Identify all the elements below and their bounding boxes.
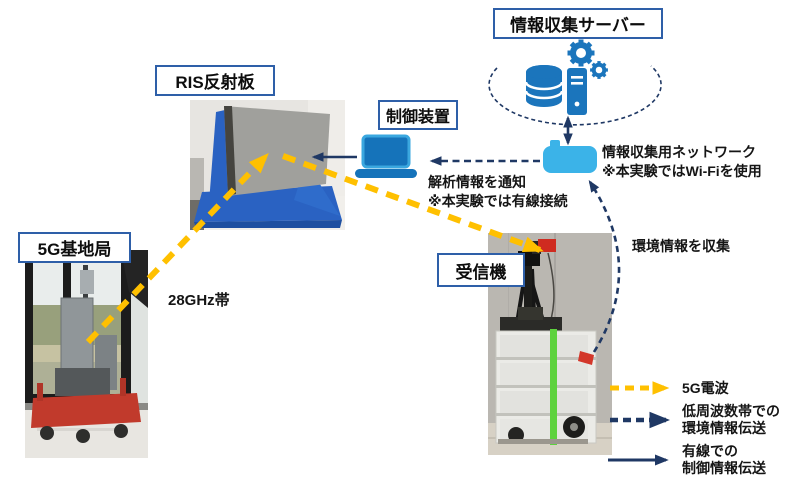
base-station-photo xyxy=(25,250,148,458)
collect-env-annotation: 環境情報を収集 xyxy=(632,238,730,254)
legend-env-line1: 低周波数帯での xyxy=(682,403,780,419)
ris-label-box: RIS反射板 xyxy=(155,65,275,96)
base-station-label: 5G基地局 xyxy=(37,240,112,259)
tripod xyxy=(524,251,532,337)
notify-line2: ※本実験では有線接続 xyxy=(428,193,568,209)
server-label-box: 情報収集サーバー xyxy=(493,8,663,39)
legend-label-env: 低周波数帯での 環境情報伝送 xyxy=(682,403,780,437)
red-cart xyxy=(31,393,141,428)
receiver-label: 受信機 xyxy=(455,262,507,282)
network-line1: 情報収集用ネットワーク xyxy=(602,144,756,160)
receiver-label-box: 受信機 xyxy=(437,253,525,287)
base-station-label-box: 5G基地局 xyxy=(18,232,131,263)
database-icon xyxy=(524,65,564,107)
notify-annotation: 解析情報を通知 ※本実験では有線接続 xyxy=(428,173,568,211)
band-annotation: 28GHz帯 xyxy=(168,292,230,309)
arrow-receiver-to-router xyxy=(588,179,621,353)
legend-wired-line1: 有線での xyxy=(682,443,738,459)
ris-label: RIS反射板 xyxy=(175,73,255,92)
wifi-router-icon xyxy=(543,140,597,173)
legend-env-line2: 環境情報伝送 xyxy=(682,420,766,436)
arrow-5g-ris-to-receiver xyxy=(281,153,544,253)
notify-line1: 解析情報を通知 xyxy=(428,174,526,190)
controller-label: 制御装置 xyxy=(385,109,450,126)
controller-label-box: 制御装置 xyxy=(378,100,458,130)
server-group-ellipse xyxy=(488,65,662,126)
legend-label-5g: 5G電波 xyxy=(682,380,729,396)
network-line2: ※本実験ではWi-Fiを使用 xyxy=(602,163,762,179)
laptop-icon xyxy=(355,134,417,178)
legend-label-wired: 有線での 制御情報伝送 xyxy=(682,443,766,477)
server-tower-icon xyxy=(567,68,587,115)
server-label: 情報収集サーバー xyxy=(510,16,646,35)
network-annotation: 情報収集用ネットワーク ※本実験ではWi-Fiを使用 xyxy=(602,143,762,181)
green-strap xyxy=(550,329,557,445)
legend-wired-line2: 制御情報伝送 xyxy=(682,460,766,476)
ris-panel xyxy=(224,106,330,196)
